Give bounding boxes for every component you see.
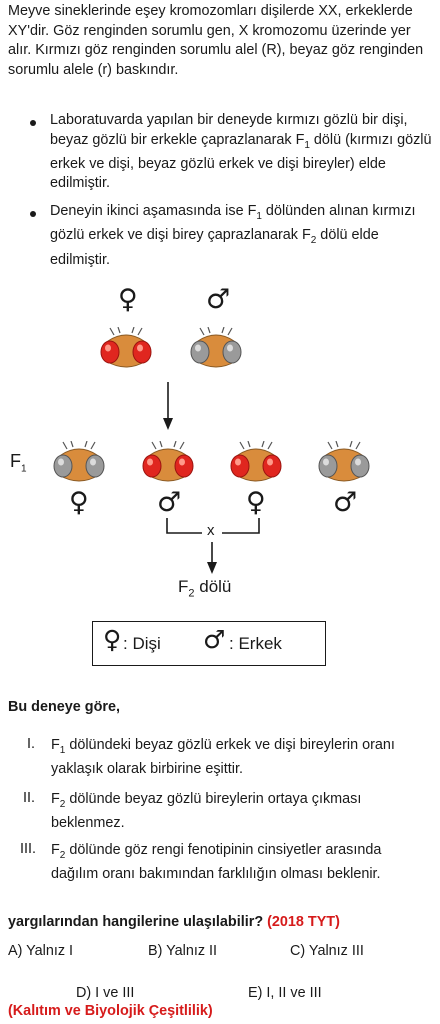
legend-female-text: : Dişi <box>123 634 161 653</box>
f1-label: F1 <box>10 451 27 475</box>
option-d[interactable]: D) I ve III <box>76 985 135 1001</box>
fly-parent-female-red-eyes <box>100 327 152 368</box>
fly-f1-female-white-eyes <box>53 441 105 482</box>
statement-3-num: III. <box>20 841 36 857</box>
female-symbol-parent: ♀ <box>118 284 138 315</box>
male-symbol-parent: ♂ <box>206 284 231 315</box>
question-head: Bu deneye göre, <box>8 699 120 715</box>
option-a[interactable]: A) Yalnız I <box>8 943 74 959</box>
fly-parent-male-white-eyes <box>190 327 242 368</box>
statement-2-text: F2 dölünde beyaz gözlü bireylerin ortaya… <box>51 791 362 832</box>
male-symbol-f1: ♂ <box>333 487 358 518</box>
question-ask: yargılarından hangilerine ulaşılabilir? … <box>8 914 340 930</box>
statement-1-text: F1 dölündeki beyaz gözlü erkek ve dişi b… <box>51 737 395 778</box>
cross-bracket <box>166 518 260 574</box>
male-symbol-f1: ♂ <box>157 487 182 518</box>
bullet-marker <box>30 120 36 126</box>
option-e[interactable]: E) I, II ve III <box>248 985 322 1001</box>
female-symbol-f1: ♀ <box>69 487 89 518</box>
cross-mark: x <box>207 522 215 539</box>
option-b[interactable]: B) Yalnız II <box>148 943 218 959</box>
female-symbol-legend: ♀ <box>103 625 122 654</box>
source-tag: (2018 TYT) <box>267 914 340 930</box>
statement-2-num: II. <box>23 790 35 806</box>
fly-f1-male-red-eyes <box>142 441 194 482</box>
fly-f1-male-white-eyes <box>318 441 370 482</box>
intro-paragraph: Meyve sineklerinde eşey kromozomları diş… <box>8 3 424 78</box>
bullet-1-text: Laboratuvarda yapılan bir deneyde kırmız… <box>50 112 432 192</box>
male-symbol-legend: ♂ <box>203 625 226 654</box>
legend-male-text: : Erkek <box>229 634 282 653</box>
arrow-down-icon <box>163 382 173 430</box>
topic-tag: (Kalıtım ve Biyolojik Çeşitlilik) <box>8 1003 213 1019</box>
fly-f1-female-red-eyes <box>230 441 282 482</box>
statement-3-text: F2 dölünde göz rengi fenotipinin cinsiye… <box>51 842 382 883</box>
statement-1-num: I. <box>27 736 35 752</box>
bullet-marker <box>30 211 36 217</box>
bullet-2-text: Deneyin ikinci aşamasında ise F1 dölünde… <box>50 203 416 268</box>
f2-label: F2 dölü <box>178 577 232 600</box>
legend-box: ♀ : Dişi ♂ : Erkek <box>92 621 326 666</box>
option-c[interactable]: C) Yalnız III <box>290 943 364 959</box>
female-symbol-f1: ♀ <box>246 487 266 518</box>
